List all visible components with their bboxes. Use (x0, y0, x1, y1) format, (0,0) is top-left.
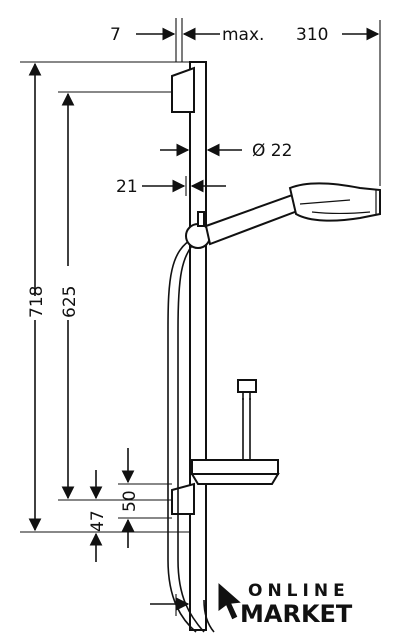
shower-handle (204, 192, 302, 246)
dim-pipe-diameter: Ø 22 (252, 141, 292, 161)
soap-dish (190, 459, 280, 485)
dim-bracket-span (58, 91, 172, 501)
hand-shower (185, 182, 381, 249)
dim-reach: 310 (296, 25, 328, 45)
hose-connector (237, 379, 257, 393)
dim-offset-value: 21 (116, 177, 138, 197)
shower-hose (167, 237, 257, 633)
logo-line-1: ONLINE (248, 581, 350, 601)
dim-max-label: max. (222, 25, 264, 45)
cursor-icon (217, 580, 244, 621)
top-bracket (171, 66, 195, 113)
dim-lower-bracket (118, 448, 172, 548)
dim-top (136, 18, 381, 186)
dim-total-height-value: 718 (27, 286, 47, 318)
rail-bar (189, 61, 207, 631)
dim-bottom-offset-value: 47 (88, 510, 108, 532)
bottom-bracket (171, 482, 195, 515)
shower-head (288, 182, 381, 222)
shower-rail (171, 61, 207, 631)
dim-lower-bracket-value: 50 (120, 490, 140, 512)
online-market-logo: ONLINE MARKET (217, 580, 353, 628)
logo-line-2: MARKET (240, 600, 353, 628)
dim-offset (142, 176, 226, 196)
dim-top-gap: 7 (110, 25, 121, 45)
dim-bracket-span-value: 625 (60, 286, 80, 318)
dim-total-height (20, 61, 190, 533)
